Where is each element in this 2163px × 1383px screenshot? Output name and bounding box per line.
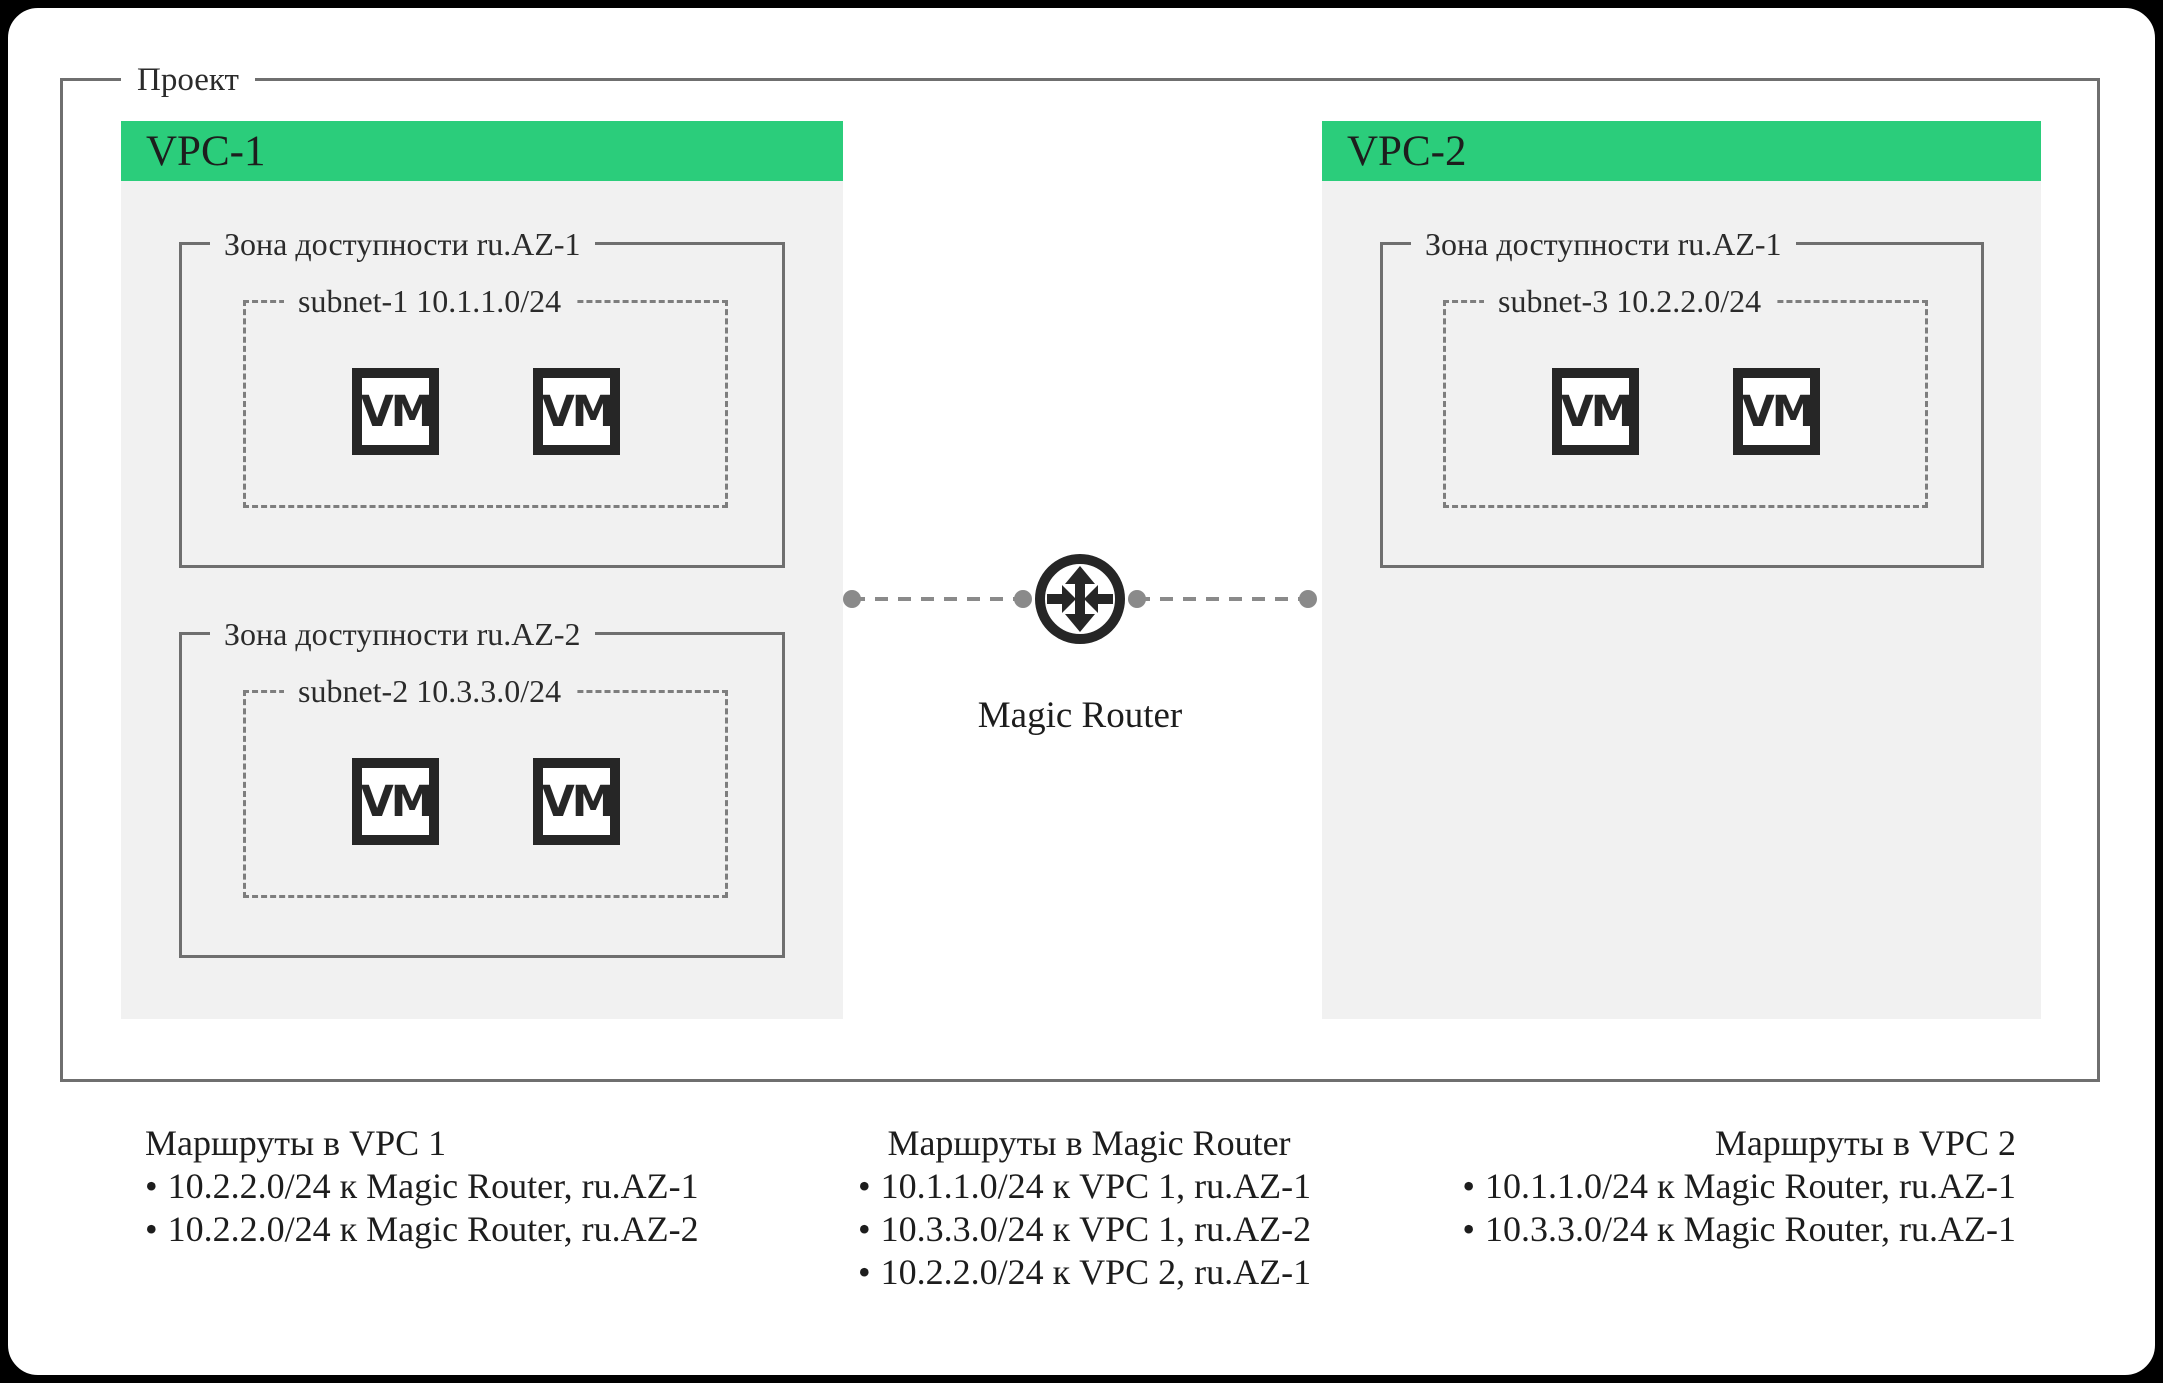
vpc1-subnet2-label: subnet-2 10.3.3.0/24 <box>284 672 576 710</box>
bullet: • <box>145 1166 158 1206</box>
project-label: Проект <box>121 60 255 100</box>
bullet: • <box>858 1166 871 1206</box>
bullet: • <box>858 1209 871 1249</box>
route-item: •10.3.3.0/24 к Magic Router, ru.AZ-1 <box>1462 1208 2016 1251</box>
vpc1-panel: VPC-1 Зона доступности ru.AZ-1 subnet-1 … <box>121 121 843 1019</box>
vpc1-body: Зона доступности ru.AZ-1 subnet-1 10.1.1… <box>121 181 843 1019</box>
routes-vpc2: Маршруты в VPC 2 •10.1.1.0/24 к Magic Ro… <box>1462 1122 2016 1251</box>
vpc1-subnet1-box: subnet-1 10.1.1.0/24 VM VM <box>243 282 728 508</box>
route-item: •10.3.3.0/24 к VPC 1, ru.AZ-2 <box>858 1208 1320 1251</box>
vpc1-title: VPC-1 <box>146 127 266 175</box>
route-text: 10.2.2.0/24 к Magic Router, ru.AZ-1 <box>167 1166 699 1206</box>
route-text: 10.1.1.0/24 к VPC 1, ru.AZ-1 <box>880 1166 1312 1206</box>
vm-icon: VM <box>533 758 620 845</box>
vpc1-az1-label: Зона доступности ru.AZ-1 <box>210 225 595 263</box>
connection-dot <box>1299 590 1317 608</box>
vm-icon: VM <box>1733 368 1820 455</box>
vm-label: VM <box>360 776 433 827</box>
vpc1-az1-box: Зона доступности ru.AZ-1 subnet-1 10.1.1… <box>179 225 785 568</box>
project-group-box: Проект <box>60 60 2100 1082</box>
route-item: •10.2.2.0/24 к Magic Router, ru.AZ-1 <box>145 1165 699 1208</box>
routes-magic-router-title: Маршруты в Magic Router <box>887 1123 1291 1163</box>
route-item: •10.1.1.0/24 к Magic Router, ru.AZ-1 <box>1462 1165 2016 1208</box>
vm-label: VM <box>541 776 614 827</box>
routes-vpc1-title: Маршруты в VPC 1 <box>145 1123 447 1163</box>
bullet: • <box>145 1209 158 1249</box>
routes-magic-router: Маршруты в Magic Router •10.1.1.0/24 к V… <box>858 1122 1320 1294</box>
vm-icon: VM <box>352 368 439 455</box>
vpc1-subnet1-label: subnet-1 10.1.1.0/24 <box>284 282 576 320</box>
vpc1-header: VPC-1 <box>121 121 843 181</box>
vpc1-az2-label: Зона доступности ru.AZ-2 <box>210 615 595 653</box>
route-text: 10.3.3.0/24 к VPC 1, ru.AZ-2 <box>880 1209 1312 1249</box>
vpc1-az2-box: Зона доступности ru.AZ-2 subnet-2 10.3.3… <box>179 615 785 958</box>
vpc2-body: Зона доступности ru.AZ-1 subnet-3 10.2.2… <box>1322 181 2041 1019</box>
bullet: • <box>1462 1166 1476 1206</box>
vpc2-az1-box: Зона доступности ru.AZ-1 subnet-3 10.2.2… <box>1380 225 1984 568</box>
vpc2-subnet3-box: subnet-3 10.2.2.0/24 VM VM <box>1443 282 1928 508</box>
route-item: •10.1.1.0/24 к VPC 1, ru.AZ-1 <box>858 1165 1320 1208</box>
connection-dot <box>1128 590 1146 608</box>
vpc1-subnet2-box: subnet-2 10.3.3.0/24 VM VM <box>243 672 728 898</box>
bullet: • <box>1462 1209 1476 1249</box>
route-text: 10.2.2.0/24 к VPC 2, ru.AZ-1 <box>880 1252 1312 1292</box>
vm-icon: VM <box>352 758 439 845</box>
routes-vpc1: Маршруты в VPC 1 •10.2.2.0/24 к Magic Ro… <box>145 1122 699 1251</box>
route-item: •10.2.2.0/24 к VPC 2, ru.AZ-1 <box>858 1251 1320 1294</box>
router-connector <box>843 554 1317 644</box>
connection-dot <box>1014 590 1032 608</box>
vpc2-az1-label: Зона доступности ru.AZ-1 <box>1411 225 1796 263</box>
router-icon <box>1035 554 1125 644</box>
vpc2-panel: VPC-2 Зона доступности ru.AZ-1 subnet-3 … <box>1322 121 2041 1019</box>
vm-icon: VM <box>1552 368 1639 455</box>
vpc2-title: VPC-2 <box>1347 127 1467 175</box>
route-text: 10.3.3.0/24 к Magic Router, ru.AZ-1 <box>1485 1209 2016 1249</box>
vpc2-header: VPC-2 <box>1322 121 2041 181</box>
vm-label: VM <box>360 386 433 437</box>
vm-icon: VM <box>533 368 620 455</box>
vm-label: VM <box>1560 386 1633 437</box>
connection-dot <box>843 590 861 608</box>
vm-label: VM <box>1741 386 1814 437</box>
bullet: • <box>858 1252 871 1292</box>
route-item: •10.2.2.0/24 к Magic Router, ru.AZ-2 <box>145 1208 699 1251</box>
magic-router-label: Magic Router <box>977 695 1183 736</box>
route-text: 10.2.2.0/24 к Magic Router, ru.AZ-2 <box>167 1209 699 1249</box>
vm-label: VM <box>541 386 614 437</box>
routes-vpc2-title: Маршруты в VPC 2 <box>1714 1123 2016 1163</box>
route-text: 10.1.1.0/24 к Magic Router, ru.AZ-1 <box>1485 1166 2016 1206</box>
vpc2-subnet3-label: subnet-3 10.2.2.0/24 <box>1484 282 1776 320</box>
